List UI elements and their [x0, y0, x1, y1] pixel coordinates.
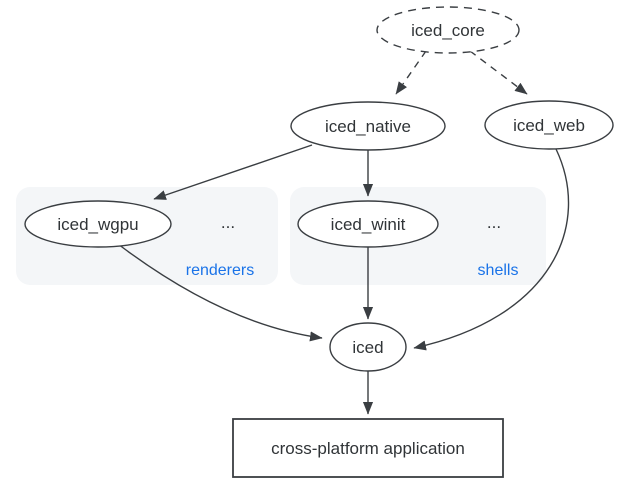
node-iced-winit: iced_winit: [297, 200, 439, 248]
node-iced-label: iced: [352, 338, 383, 357]
node-iced-wgpu-label: iced_wgpu: [57, 215, 138, 234]
node-cross-platform-application-label: cross-platform application: [271, 439, 465, 458]
node-iced-native: iced_native: [290, 101, 446, 151]
edges: [117, 50, 570, 415]
shells-ellipsis: ...: [487, 213, 501, 232]
shells-group-label: shells: [478, 262, 519, 279]
edge-iced-core-to-iced-native: [395, 50, 427, 95]
node-iced: iced: [329, 322, 407, 372]
edge-iced-core-to-iced-web: [469, 50, 528, 95]
node-iced-native-label: iced_native: [325, 117, 411, 136]
node-cross-platform-application-shape: [232, 418, 504, 478]
node-iced-core-shape: [376, 6, 520, 54]
node-cross-platform-application: cross-platform application: [232, 418, 504, 478]
node-iced-web: iced_web: [484, 100, 614, 150]
node-iced-winit-shape: [297, 200, 439, 248]
renderers-ellipsis: ...: [221, 213, 235, 232]
node-iced-web-label: iced_web: [513, 116, 585, 135]
node-iced-wgpu: iced_wgpu: [24, 200, 172, 248]
node-iced-web-shape: [484, 100, 614, 150]
edge-iced-wgpu-to-iced: [117, 243, 323, 342]
node-iced-shape: [329, 322, 407, 372]
node-iced-wgpu-shape: [24, 200, 172, 248]
edge-iced-web-to-iced: [413, 148, 570, 351]
node-iced-winit-label: iced_winit: [331, 215, 406, 234]
node-iced-core-label: iced_core: [411, 21, 485, 40]
renderers-group-label: renderers: [186, 262, 254, 279]
node-iced-core: iced_core: [376, 6, 520, 54]
edge-iced-native-to-iced-wgpu: [153, 144, 313, 200]
node-iced-native-shape: [290, 101, 446, 151]
